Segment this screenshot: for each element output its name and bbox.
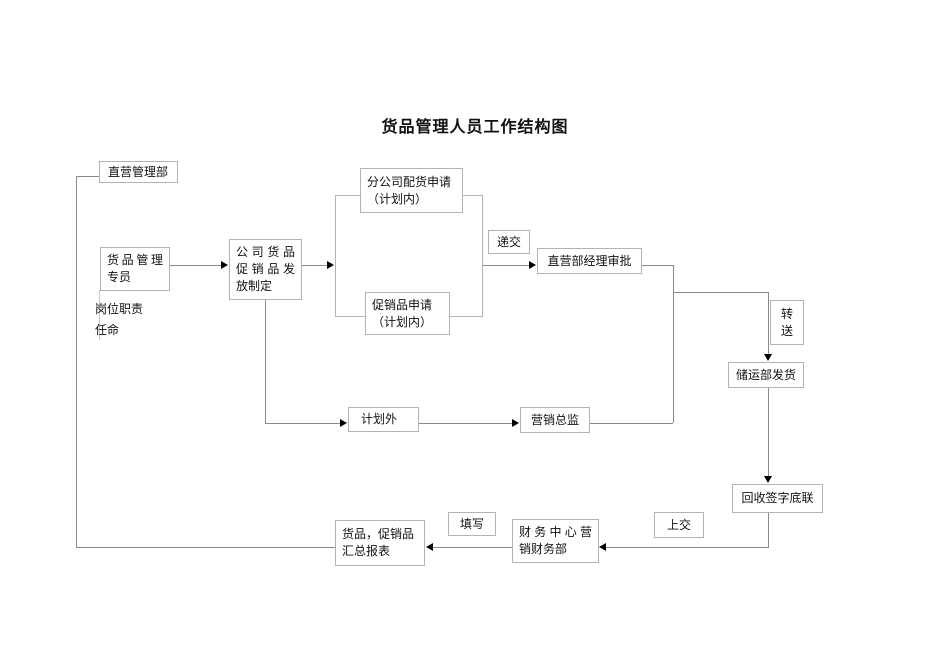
- node-label-line: 专员: [107, 270, 132, 284]
- connector-bracket-approval: [483, 265, 530, 266]
- node-label: 营销总监: [530, 412, 579, 427]
- diagram-title: 货品管理人员工作结构图: [381, 119, 569, 136]
- node-label-line: 财务中心营: [519, 525, 592, 539]
- node-label-line: 放制定: [236, 279, 273, 293]
- node-marketing-director: 营销总监: [520, 407, 590, 433]
- arrowhead-into-receipt: [764, 476, 772, 483]
- connector-loop-left: [76, 176, 77, 547]
- connector-transfer-down: [768, 292, 769, 355]
- node-label-line: 汇总报表: [342, 544, 391, 558]
- node-promo-request: 促销品申请 （计划内）: [365, 292, 450, 335]
- label-transfer: 转 送: [770, 300, 804, 345]
- label-submit: 递交: [488, 230, 530, 254]
- arrowhead-into-summary: [426, 543, 433, 551]
- node-label: 直营部经理审批: [547, 253, 632, 268]
- arrowhead-into-director: [512, 419, 519, 427]
- node-label-line: 分公司配货申请: [367, 174, 452, 189]
- connector-junction-vertical: [673, 265, 674, 423]
- node-label: 回收签字底联: [741, 491, 814, 505]
- connector-director-junction: [590, 423, 673, 424]
- label-fill-in: 填写: [448, 512, 496, 536]
- connector-company-down: [265, 300, 266, 423]
- node-label-line: 送: [780, 323, 793, 338]
- node-label-line: 销财务部: [519, 542, 568, 556]
- connector-specialist-company: [170, 265, 222, 266]
- connector-company-bracket: [302, 265, 328, 266]
- arrowhead-into-finance: [599, 543, 606, 551]
- node-goods-specialist: 货品管理 专员: [100, 247, 170, 291]
- node-label-line: 促销品申请: [372, 297, 433, 312]
- node-label: 填写: [459, 516, 484, 531]
- connector-outofplan-director: [419, 423, 513, 424]
- connector-junction-transfer: [673, 292, 768, 293]
- node-out-of-plan: 计划外: [348, 407, 419, 432]
- annotation-post-duty: 岗位职责: [95, 302, 144, 316]
- arrowhead-into-company-goods: [221, 261, 228, 269]
- node-label: 计划外: [361, 412, 398, 426]
- label-hand-in: 上交: [654, 512, 704, 538]
- connector-into-outofplan: [265, 423, 341, 424]
- node-label-line: 促销品发: [236, 262, 295, 276]
- connector-handin-finance: [604, 547, 769, 548]
- node-label-line: 货品管理: [107, 253, 163, 267]
- arrowhead-into-storage: [764, 354, 772, 361]
- connector-specialist-stub: [99, 290, 100, 340]
- node-label: 直营管理部: [108, 165, 169, 179]
- node-label: 递交: [496, 234, 521, 249]
- annotation-appointment: 任命: [95, 323, 120, 337]
- node-label: 上交: [666, 517, 691, 532]
- node-finance-center: 财务中心营 销财务部: [512, 519, 599, 563]
- node-company-goods: 公司货品 促销品发 放制定: [229, 239, 302, 300]
- connector-loop-bottom: [76, 547, 335, 548]
- arrowhead-into-outofplan: [340, 419, 347, 427]
- node-label-line: 公司货品: [236, 245, 295, 259]
- node-summary-report: 货品，促销品 汇总报表: [335, 520, 425, 566]
- node-label: 储运部发货: [735, 367, 796, 382]
- arrowhead-into-bracket: [327, 261, 334, 269]
- node-branch-request: 分公司配货申请 （计划内）: [360, 168, 463, 213]
- connector-loop-top: [76, 176, 99, 177]
- node-manager-approval: 直营部经理审批: [537, 248, 642, 274]
- node-zhiying-dept: 直营管理部: [99, 161, 178, 183]
- connector-storage-receipt: [768, 388, 769, 477]
- arrowhead-into-approval: [529, 261, 536, 269]
- node-label-line: 货品，促销品: [342, 527, 415, 541]
- node-label-line: （计划内）: [367, 191, 428, 206]
- connector-approval-junction: [642, 265, 673, 266]
- connector-finance-summary: [431, 547, 512, 548]
- node-receipt-copy: 回收签字底联: [732, 484, 823, 513]
- node-label-line: （计划内）: [372, 314, 433, 329]
- node-storage-ship: 储运部发货: [728, 362, 804, 388]
- node-label-line: 转: [780, 306, 793, 321]
- connector-receipt-down: [768, 513, 769, 548]
